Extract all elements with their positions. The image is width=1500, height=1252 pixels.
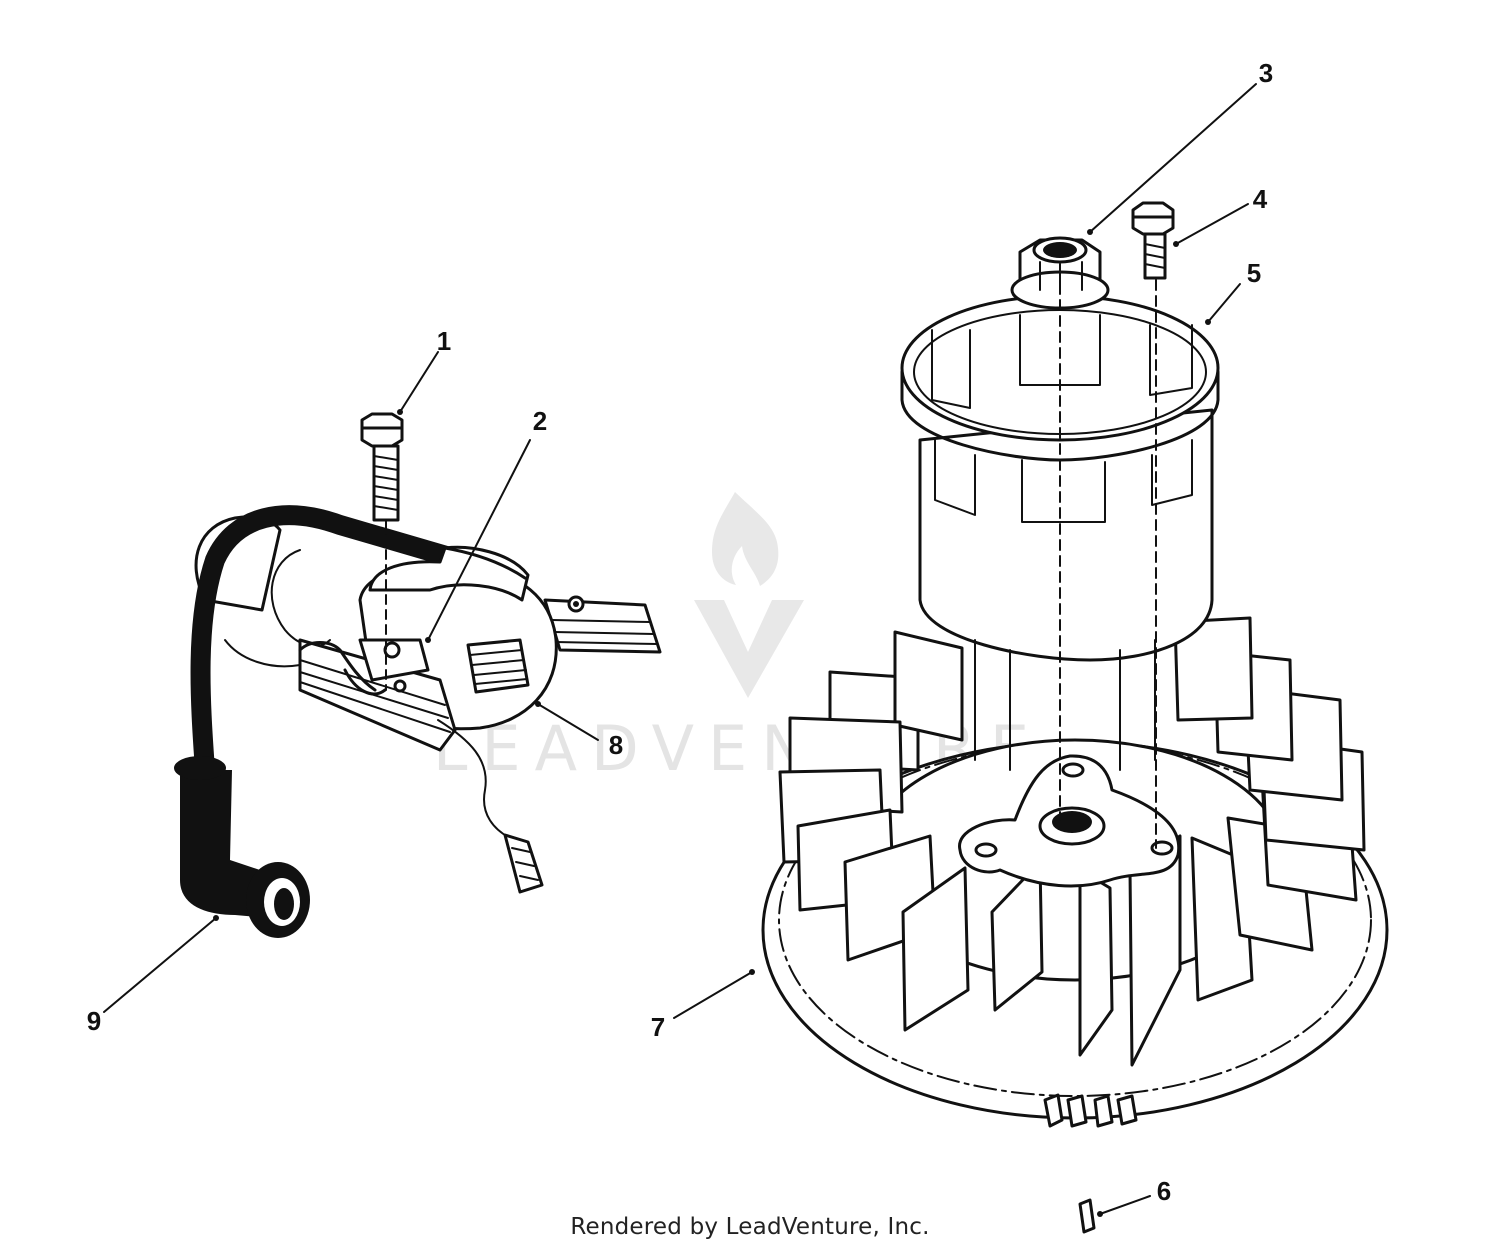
ground-wire-lower [224,639,301,668]
render-credit: Rendered by LeadVenture, Inc. [570,1214,930,1240]
callout-labels: 1 2 3 4 5 6 7 8 9 [87,58,1273,1206]
coil-lamination-left [298,638,457,752]
coil-lamination-block [466,638,530,694]
watermark-logo-icon [694,492,804,698]
screen-mounting-bolt [1131,201,1175,280]
leader-3 [1089,83,1257,233]
callout-9: 9 [87,1006,101,1036]
flywheel-key [1078,1198,1096,1234]
callout-leaders [103,83,1257,1217]
leader-7 [673,971,753,1019]
callout-7: 7 [651,1012,665,1042]
spark-plug-boot [174,756,310,938]
callout-2: 2 [533,406,547,436]
leader-5 [1207,283,1241,323]
callout-6: 6 [1157,1176,1171,1206]
callout-4: 4 [1253,184,1268,214]
leader-6 [1099,1195,1151,1215]
callout-8: 8 [609,730,623,760]
kill-wire [437,719,511,839]
callout-1: 1 [437,326,451,356]
coil-mounting-bolt [360,412,404,522]
coil-mount-plate [358,638,430,682]
flywheel-assembly [761,201,1389,1234]
leader-1 [399,351,439,413]
leader-8 [537,703,599,741]
flywheel-nut [1010,236,1110,310]
callout-3: 3 [1259,58,1273,88]
ignition-coil-assembly [174,412,662,938]
leader-2 [427,439,531,641]
ground-wire-loop [270,549,331,647]
ignition-lead-wire [190,505,470,780]
flywheel-hub [958,754,1181,888]
ring-gear-teeth [1043,1093,1138,1128]
callout-5: 5 [1247,258,1261,288]
fan-screen-cup [900,294,1220,771]
kill-wire-terminal [503,833,544,894]
leader-4 [1175,203,1249,245]
leader-9 [103,917,217,1013]
